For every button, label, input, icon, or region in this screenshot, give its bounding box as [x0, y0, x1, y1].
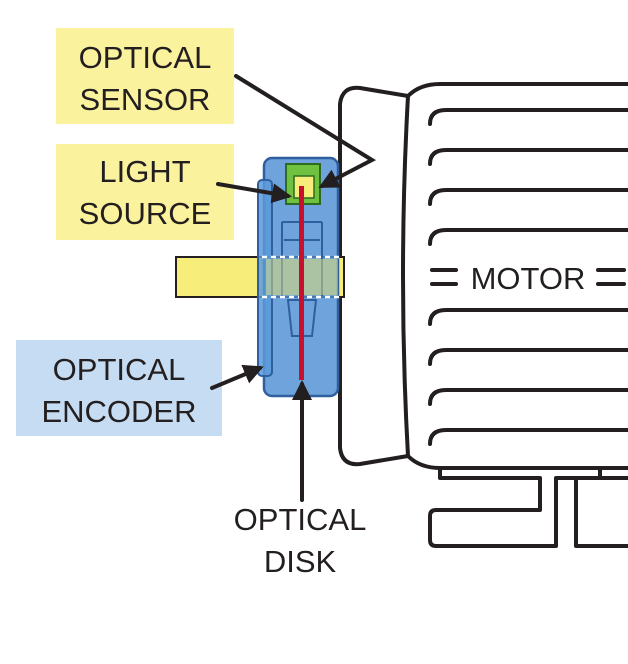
optical-sensor-label-box: [56, 28, 234, 124]
svg-text:ENCODER: ENCODER: [41, 394, 196, 429]
optical-encoder-label: OPTICAL ENCODER: [41, 352, 196, 429]
optical-sensor-arrow: [234, 74, 377, 188]
svg-text:OPTICAL: OPTICAL: [53, 352, 186, 387]
svg-text:DISK: DISK: [264, 544, 337, 579]
optical-encoder-label-box: [16, 340, 222, 436]
leader-lines: [210, 74, 377, 502]
svg-text:OPTICAL: OPTICAL: [234, 502, 367, 537]
svg-text:OPTICAL: OPTICAL: [79, 40, 212, 75]
motor-label-right-dash: [596, 268, 626, 286]
svg-text:SENSOR: SENSOR: [80, 82, 211, 117]
light-source-arrow: [216, 182, 292, 204]
optical-encoder-arrow: [210, 364, 264, 390]
motor-fins: [428, 108, 628, 446]
motor: [338, 82, 628, 548]
motor-label: MOTOR: [471, 261, 586, 296]
svg-text:SOURCE: SOURCE: [79, 196, 212, 231]
motor-label-left-dash: [430, 268, 458, 286]
optical-sensor-label: OPTICAL SENSOR: [79, 40, 212, 117]
svg-text:LIGHT: LIGHT: [99, 154, 190, 189]
light-source-label-box: [56, 144, 234, 240]
light-source-label: LIGHT SOURCE: [79, 154, 212, 231]
optical-disk: [299, 186, 304, 380]
motor-base: [428, 466, 628, 548]
motor-front-curve: [401, 94, 410, 458]
optical-disk-label: OPTICAL DISK: [234, 502, 367, 579]
